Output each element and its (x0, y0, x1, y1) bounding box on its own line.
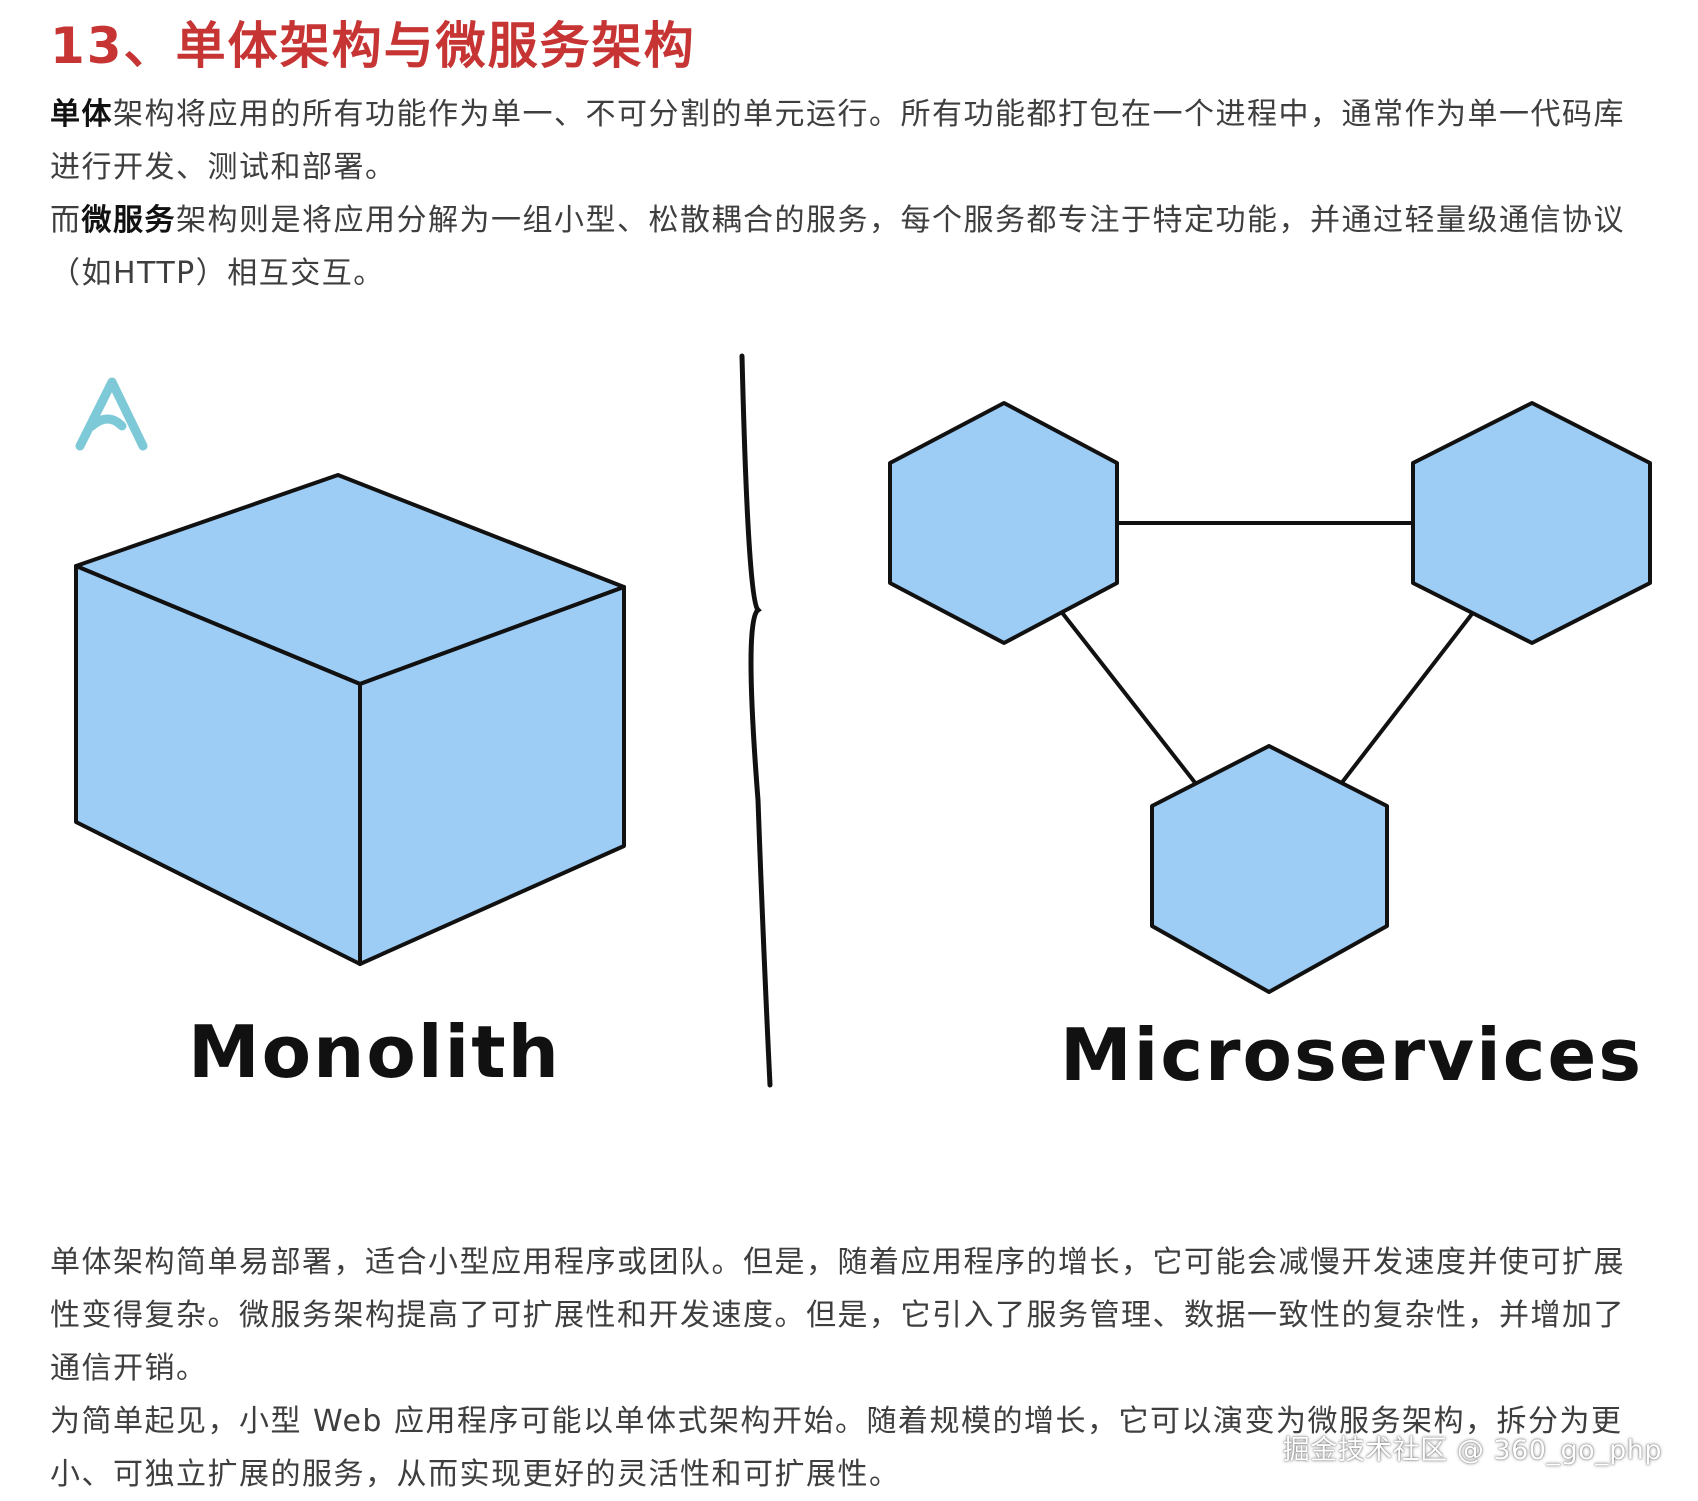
architecture-diagram: Monolith Microservices (0, 320, 1698, 1200)
microservices-term: 微服务 (81, 203, 176, 238)
tradeoffs-text: 单体架构简单易部署，适合小型应用程序或团队。但是，随着应用程序的增长，它可能会减… (50, 1245, 1625, 1386)
service-hexagon-left (888, 401, 1119, 645)
diagram-canvas (74, 353, 1652, 1088)
micro-prefix: 而 (50, 203, 82, 238)
microservices-description: 而微服务架构则是将应用分解为一组小型、松散耦合的服务，每个服务都专注于特定功能，… (50, 194, 1650, 300)
service-connectors (1058, 521, 1477, 800)
connector-right (1328, 608, 1477, 800)
microservices-description-text: 架构则是将应用分解为一组小型、松散耦合的服务，每个服务都专注于特定功能，并通过轻… (50, 203, 1625, 291)
outro-paragraph: 单体架构简单易部署，适合小型应用程序或团队。但是，随着应用程序的增长，它可能会减… (50, 1236, 1650, 1501)
monolith-cube-icon (74, 473, 626, 966)
cube-side-face (358, 585, 626, 966)
intro-paragraph: 单体架构将应用的所有功能作为单一、不可分割的单元运行。所有功能都打包在一个进程中… (50, 88, 1650, 300)
monolith-description-text: 架构将应用的所有功能作为单一、不可分割的单元运行。所有功能都打包在一个进程中，通… (50, 97, 1625, 185)
recommendation-text: 为简单起见，小型 Web 应用程序可能以单体式架构开始。随着规模的增长，它可以演… (50, 1404, 1623, 1492)
microservices-label: Microservices (1060, 1013, 1644, 1097)
connector-left (1058, 608, 1209, 800)
brand-logo-icon (75, 377, 148, 451)
divider-line (739, 353, 773, 1088)
section-title: 13、单体架构与微服务架构 (50, 17, 696, 75)
monolith-label: Monolith (188, 1010, 561, 1094)
service-hexagon-bottom (1150, 744, 1389, 994)
watermark: 掘金技术社区 @ 360_go_php (1282, 1435, 1662, 1466)
monolith-description: 单体架构将应用的所有功能作为单一、不可分割的单元运行。所有功能都打包在一个进程中… (50, 88, 1650, 194)
service-hexagon-right (1411, 401, 1652, 645)
monolith-term: 单体 (50, 97, 113, 132)
